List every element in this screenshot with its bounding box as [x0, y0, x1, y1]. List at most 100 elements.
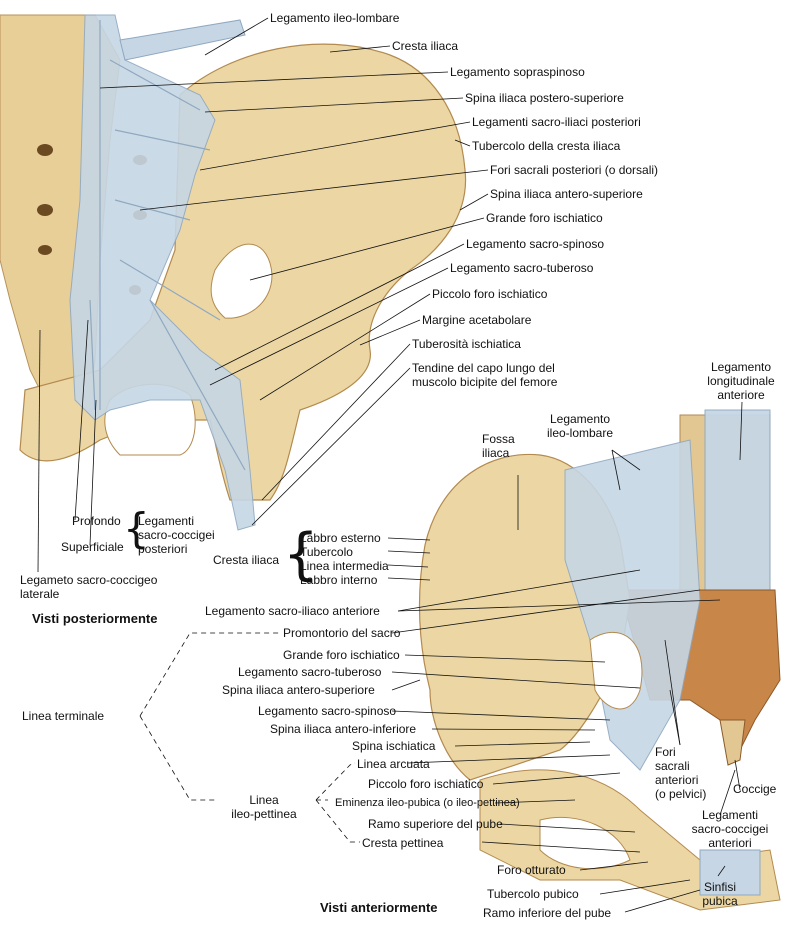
leader — [214, 243, 465, 371]
label-fori-anteriori-2: sacrali — [655, 759, 690, 773]
label-coccygeal-group-3: posteriori — [138, 542, 188, 556]
label-cresta-iliaca-group: Cresta iliaca — [213, 553, 280, 567]
label-ileo-lombare-posterior: Legamento ileo-lombare — [270, 11, 400, 25]
anterior-longitudinal-ligament — [704, 409, 771, 621]
posterior-view-drawing — [0, 14, 467, 531]
leader — [391, 671, 641, 689]
label-linea-intermedia: Linea intermedia — [300, 559, 389, 573]
leader — [359, 319, 421, 346]
label-coccigei-anteriori-1: Legamenti — [701, 808, 759, 822]
label-sacro-tuberoso-posterior: Legamento sacro-tuberoso — [450, 261, 594, 275]
label-ramo-inferiore: Ramo inferiore del pube — [483, 906, 612, 920]
leader — [199, 121, 471, 171]
label-linea-terminale: Linea terminale — [22, 709, 105, 723]
leader — [719, 769, 736, 816]
label-coccige: Coccige — [733, 782, 777, 796]
leader — [391, 589, 701, 634]
label-grande-foro-anterior: Grande foro ischiatico — [283, 648, 400, 662]
title-anterior: Visti anteriormente — [320, 900, 438, 915]
label-ileo-pettinea-1: Linea — [249, 793, 279, 807]
iliolumbar-ligament — [119, 19, 246, 61]
label-eminenza: Eminenza ileo-pubica (o ileo-pettinea) — [335, 797, 520, 809]
label-tendine-line1: Tendine del capo lungo del — [412, 361, 555, 375]
coccyx-bone — [719, 719, 746, 766]
label-cresta-iliaca-posterior: Cresta iliaca — [392, 39, 459, 53]
sacral-foramen — [37, 204, 53, 216]
leader — [397, 599, 721, 612]
label-fossa-1: Fossa — [482, 432, 515, 446]
label-tendine-line2: muscolo bicipite del femore — [412, 375, 558, 389]
leader — [397, 569, 641, 612]
label-sinfisi-1: Sinfisi — [703, 880, 736, 894]
leader-lines — [37, 17, 743, 913]
brace-coccygeal: { — [123, 504, 150, 553]
posterior-sciatic-notch — [210, 243, 273, 319]
label-longitudinale-1: Legamento — [710, 360, 772, 374]
label-ileo-pettinea-2: ileo-pettinea — [231, 807, 297, 821]
label-spina-postero-superiore: Spina iliaca postero-superiore — [465, 91, 624, 105]
label-fori-posteriori: Fori sacrali posteriori (o dorsali) — [490, 163, 659, 177]
leader — [251, 367, 411, 526]
leader — [249, 217, 485, 281]
bracket-lower — [139, 715, 218, 801]
label-sacro-spinoso-anterior: Legamento sacro-spinoso — [258, 704, 397, 718]
leader — [717, 865, 726, 877]
leader — [579, 861, 649, 871]
label-sacro-iliaci-posteriori: Legamenti sacro-iliaci posteriori — [472, 115, 641, 129]
leader — [404, 654, 606, 663]
leader — [259, 293, 431, 401]
bracket-ileo-upper — [315, 762, 356, 801]
sacral-foramen — [37, 144, 53, 156]
leader — [387, 564, 429, 568]
leader — [387, 537, 431, 541]
label-spina-antero-superiore-anterior: Spina iliaca antero-superiore — [222, 683, 375, 697]
leader — [37, 329, 41, 573]
label-laterale-1: Legameto sacro-coccigeo — [20, 573, 158, 587]
label-fossa-2: iliaca — [482, 446, 510, 460]
leader — [492, 772, 621, 785]
label-sopraspinoso: Legamento sopraspinoso — [450, 65, 585, 79]
leader — [204, 17, 269, 56]
leader — [734, 759, 741, 791]
label-spina-antero-inferiore: Spina iliaca antero-inferiore — [270, 722, 417, 736]
label-coccygeal-group-1: Legamenti — [138, 514, 195, 528]
label-sinfisi-2: pubica — [702, 894, 738, 908]
leader — [89, 399, 97, 546]
leader — [209, 267, 449, 386]
label-profondo: Profondo — [72, 514, 121, 528]
leader — [499, 823, 636, 833]
pubic-symphysis — [699, 849, 761, 896]
label-linea-arcuata: Linea arcuata — [357, 757, 430, 771]
label-laterale-2: laterale — [20, 587, 60, 601]
title-posterior: Visti posteriormente — [32, 611, 158, 626]
label-fori-anteriori-1: Fori — [655, 745, 676, 759]
label-labbro-interno: Labbro interno — [300, 573, 378, 587]
sacral-foramen — [38, 245, 52, 255]
bracket-ileo-lower — [315, 799, 360, 843]
label-piccolo-foro-anterior: Piccolo foro ischiatico — [368, 777, 484, 791]
label-tubercolo-pubico: Tubercolo pubico — [487, 887, 579, 901]
label-spina-antero-superiore-posterior: Spina iliaca antero-superiore — [490, 187, 643, 201]
label-cresta-pettinea: Cresta pettinea — [362, 836, 444, 850]
leader — [329, 45, 391, 53]
posterior-ligament-fibers — [89, 20, 246, 471]
label-tubercolo-cresta: Tubercolo della cresta iliaca — [472, 139, 621, 153]
label-margine-acetabolare: Margine acetabolare — [422, 313, 532, 327]
label-fori-anteriori-3: anteriori — [655, 773, 699, 787]
leader — [387, 550, 431, 554]
bracket-upper — [139, 632, 280, 717]
label-tubercolo: Tubercolo — [300, 545, 353, 559]
obturator-foramen — [539, 816, 631, 870]
label-ileo-lombare-anterior-1: Legamento — [549, 412, 611, 426]
leader — [407, 754, 611, 764]
label-sacro-spinoso-posterior: Legamento sacro-spinoso — [466, 237, 605, 251]
leader — [611, 449, 641, 471]
posterior-ligaments — [69, 14, 256, 531]
leader — [261, 343, 411, 501]
leader — [459, 193, 489, 211]
label-coccigei-anteriori-3: anteriori — [708, 836, 752, 850]
brace-cresta: { — [283, 522, 319, 587]
label-piccolo-foro-posterior: Piccolo foro ischiatico — [432, 287, 548, 301]
